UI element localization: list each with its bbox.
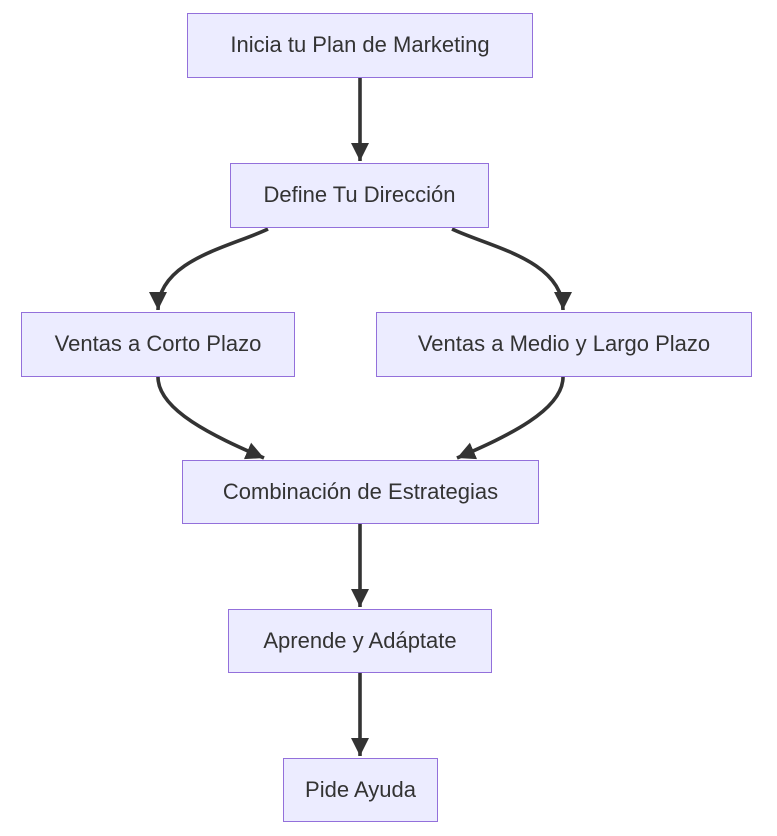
flowchart-node-aprende: Aprende y Adáptate: [228, 609, 492, 673]
edge-medio-largo-to-combinacion: [456, 376, 565, 460]
edge-direccion-to-medio-largo: [451, 227, 572, 311]
flowchart-node-medio-largo: Ventas a Medio y Largo Plazo: [376, 312, 752, 377]
edge-corto-to-combinacion: [156, 376, 265, 460]
flowchart-node-corto: Ventas a Corto Plazo: [21, 312, 295, 377]
node-label-inicia: Inicia tu Plan de Marketing: [230, 32, 490, 58]
edge-layer: [149, 78, 572, 756]
flowchart-node-combinacion: Combinación de Estrategias: [182, 460, 539, 524]
node-label-ayuda: Pide Ayuda: [305, 776, 416, 802]
node-label-combinacion: Combinación de Estrategias: [222, 478, 499, 504]
flowchart-node-ayuda: Pide Ayuda: [283, 758, 438, 822]
flowchart-node-direccion: Define Tu Dirección: [230, 163, 489, 228]
node-label-aprende: Aprende y Adáptate: [263, 627, 457, 653]
edge-direccion-to-corto: [149, 227, 269, 311]
node-label-direccion: Define Tu Dirección: [263, 182, 456, 208]
flowchart-node-inicia: Inicia tu Plan de Marketing: [187, 13, 533, 78]
node-label-corto: Ventas a Corto Plazo: [54, 331, 262, 357]
node-label-medio-largo: Ventas a Medio y Largo Plazo: [417, 331, 711, 357]
